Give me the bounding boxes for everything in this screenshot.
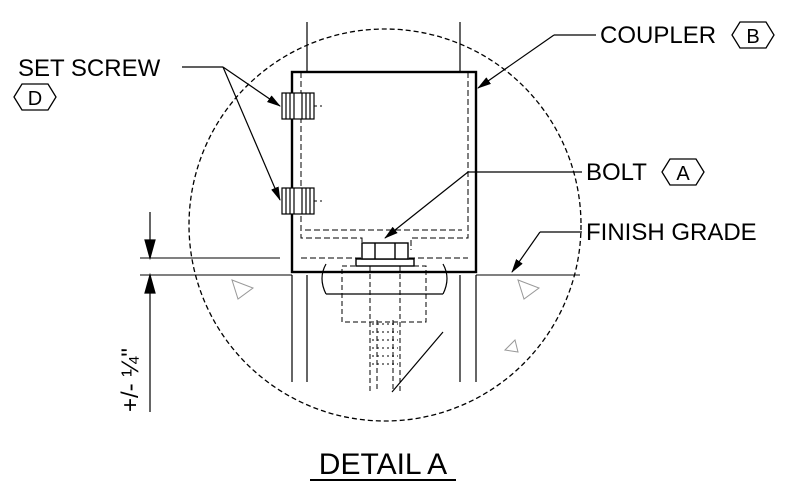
finish-grade-line [140,257,580,276]
bolt-tag: A [676,163,690,185]
bolt-leader [384,171,582,239]
coupler-tag-hexagon [731,21,775,49]
set-screw-upper [281,92,315,120]
coupler-label: COUPLER [600,22,716,49]
coupler-body [290,70,478,274]
upper-post [306,22,461,72]
coupler-leader [477,34,596,89]
set-screw-tag: D [28,88,42,110]
bolt-tag-hexagon [661,158,705,186]
set-screw-leader [182,66,281,201]
bolt-label: BOLT [586,159,647,186]
coupler-tag: B [746,26,759,48]
bolt-head [355,242,415,267]
tolerance-dimension [144,212,156,412]
lower-post [291,263,477,393]
finish-grade-label: FINISH GRADE [586,219,757,246]
set-screw-label: SET SCREW [18,55,161,82]
tolerance-label: +/- ¼" [117,348,144,412]
concrete-hatch [231,279,541,353]
detail-circle [188,28,582,422]
set-screw-tag-hexagon [13,83,57,111]
detail-title: DETAIL A [319,448,447,481]
set-screw-lower [281,187,315,215]
finish-grade-leader [511,231,582,273]
